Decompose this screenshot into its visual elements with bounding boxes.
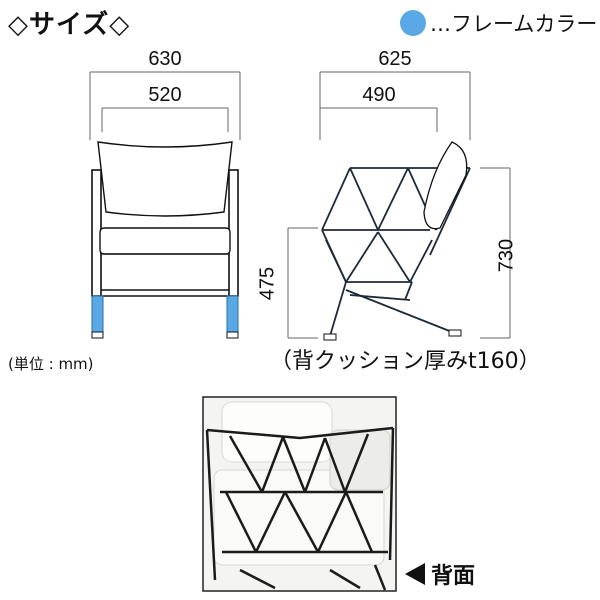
front-view-drawing <box>89 71 241 339</box>
side-depth-outer-label: 625 <box>378 48 412 70</box>
page-title: ◇サイズ◇ <box>8 10 131 40</box>
color-legend: …フレームカラー <box>400 10 597 36</box>
cushion-thickness-note: （背クッション厚みt160） <box>270 349 541 374</box>
front-width-inner-label: 520 <box>148 84 182 106</box>
back-view-label: 背面 <box>405 558 475 590</box>
unit-note: (単位 : mm) <box>8 355 94 373</box>
back-view-label-text: 背面 <box>431 564 476 589</box>
frame-color-swatch-icon <box>400 10 426 36</box>
total-height-label: 730 <box>495 238 518 273</box>
front-width-outer-label: 630 <box>148 48 182 70</box>
legend-label: …フレームカラー <box>430 12 598 36</box>
side-view-drawing <box>287 71 511 341</box>
side-depth-inner-label: 490 <box>362 84 396 106</box>
seat-height-label: 475 <box>256 266 279 301</box>
arrow-left-icon <box>405 563 425 585</box>
back-view-photo <box>202 396 397 592</box>
